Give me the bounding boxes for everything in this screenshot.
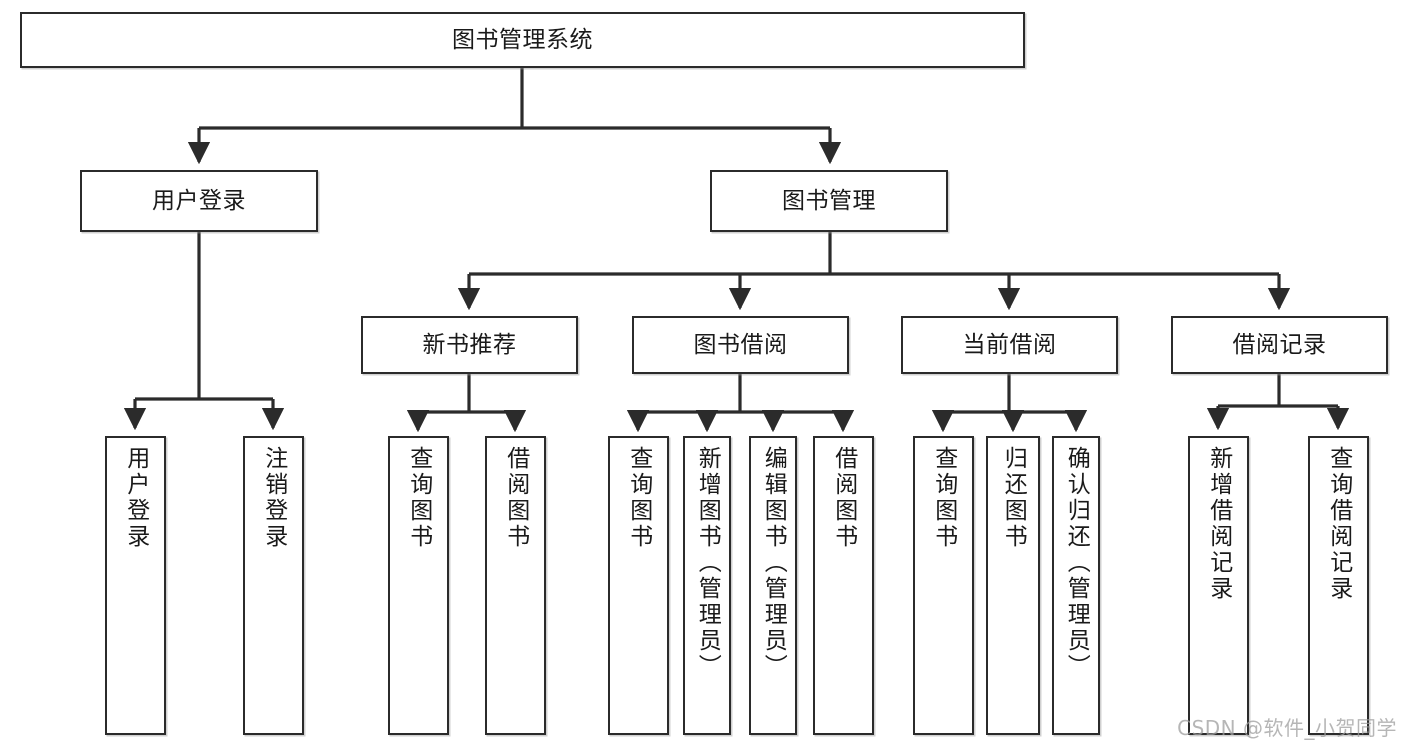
node-leaf[interactable]: 编辑图书（管理员）	[749, 436, 797, 735]
node-leaf-label: 借阅图书	[502, 446, 529, 550]
node-borrow-record-label: 借阅记录	[1232, 331, 1327, 358]
node-leaf[interactable]: 新增图书（管理员）	[683, 436, 731, 735]
node-root-label: 图书管理系统	[452, 26, 593, 53]
node-leaf[interactable]: 查询图书	[913, 436, 974, 735]
node-root-system[interactable]: 图书管理系统	[20, 12, 1025, 68]
node-leaf-label: 查询借阅记录	[1325, 446, 1352, 602]
node-leaf-label: 确认归还（管理员）	[1063, 446, 1090, 680]
node-leaf[interactable]: 确认归还（管理员）	[1052, 436, 1100, 735]
node-leaf-label: 借阅图书	[830, 446, 857, 550]
node-leaf-label: 归还图书	[1000, 446, 1027, 550]
node-current-borrow[interactable]: 当前借阅	[901, 316, 1118, 374]
node-leaf[interactable]: 注销登录	[243, 436, 304, 735]
node-leaf-label: 新增图书（管理员）	[694, 446, 721, 680]
node-leaf-label: 查询图书	[405, 446, 432, 550]
node-leaf[interactable]: 查询借阅记录	[1308, 436, 1369, 735]
node-borrow-record[interactable]: 借阅记录	[1171, 316, 1388, 374]
node-leaf-label: 新增借阅记录	[1205, 446, 1232, 602]
node-leaf-label: 查询图书	[625, 446, 652, 550]
node-book-management[interactable]: 图书管理	[710, 170, 948, 232]
node-user-login-label: 用户登录	[152, 187, 246, 214]
node-book-management-label: 图书管理	[782, 187, 876, 214]
node-user-login[interactable]: 用户登录	[80, 170, 318, 232]
node-leaf[interactable]: 查询图书	[608, 436, 669, 735]
node-current-borrow-label: 当前借阅	[962, 331, 1057, 358]
node-leaf[interactable]: 借阅图书	[813, 436, 874, 735]
node-leaf[interactable]: 归还图书	[986, 436, 1040, 735]
node-new-book-recommend[interactable]: 新书推荐	[361, 316, 578, 374]
node-leaf[interactable]: 用户登录	[105, 436, 166, 735]
node-leaf-label: 编辑图书（管理员）	[760, 446, 787, 680]
node-book-borrow[interactable]: 图书借阅	[632, 316, 849, 374]
node-leaf[interactable]: 新增借阅记录	[1188, 436, 1249, 735]
node-book-borrow-label: 图书借阅	[693, 331, 788, 358]
node-leaf[interactable]: 借阅图书	[485, 436, 546, 735]
node-leaf-label: 注销登录	[260, 446, 287, 550]
node-leaf-label: 用户登录	[122, 446, 149, 550]
watermark: CSDN @软件_小贺同学	[1177, 716, 1397, 740]
node-leaf-label: 查询图书	[930, 446, 957, 550]
node-new-book-recommend-label: 新书推荐	[422, 331, 517, 358]
node-leaf[interactable]: 查询图书	[388, 436, 449, 735]
